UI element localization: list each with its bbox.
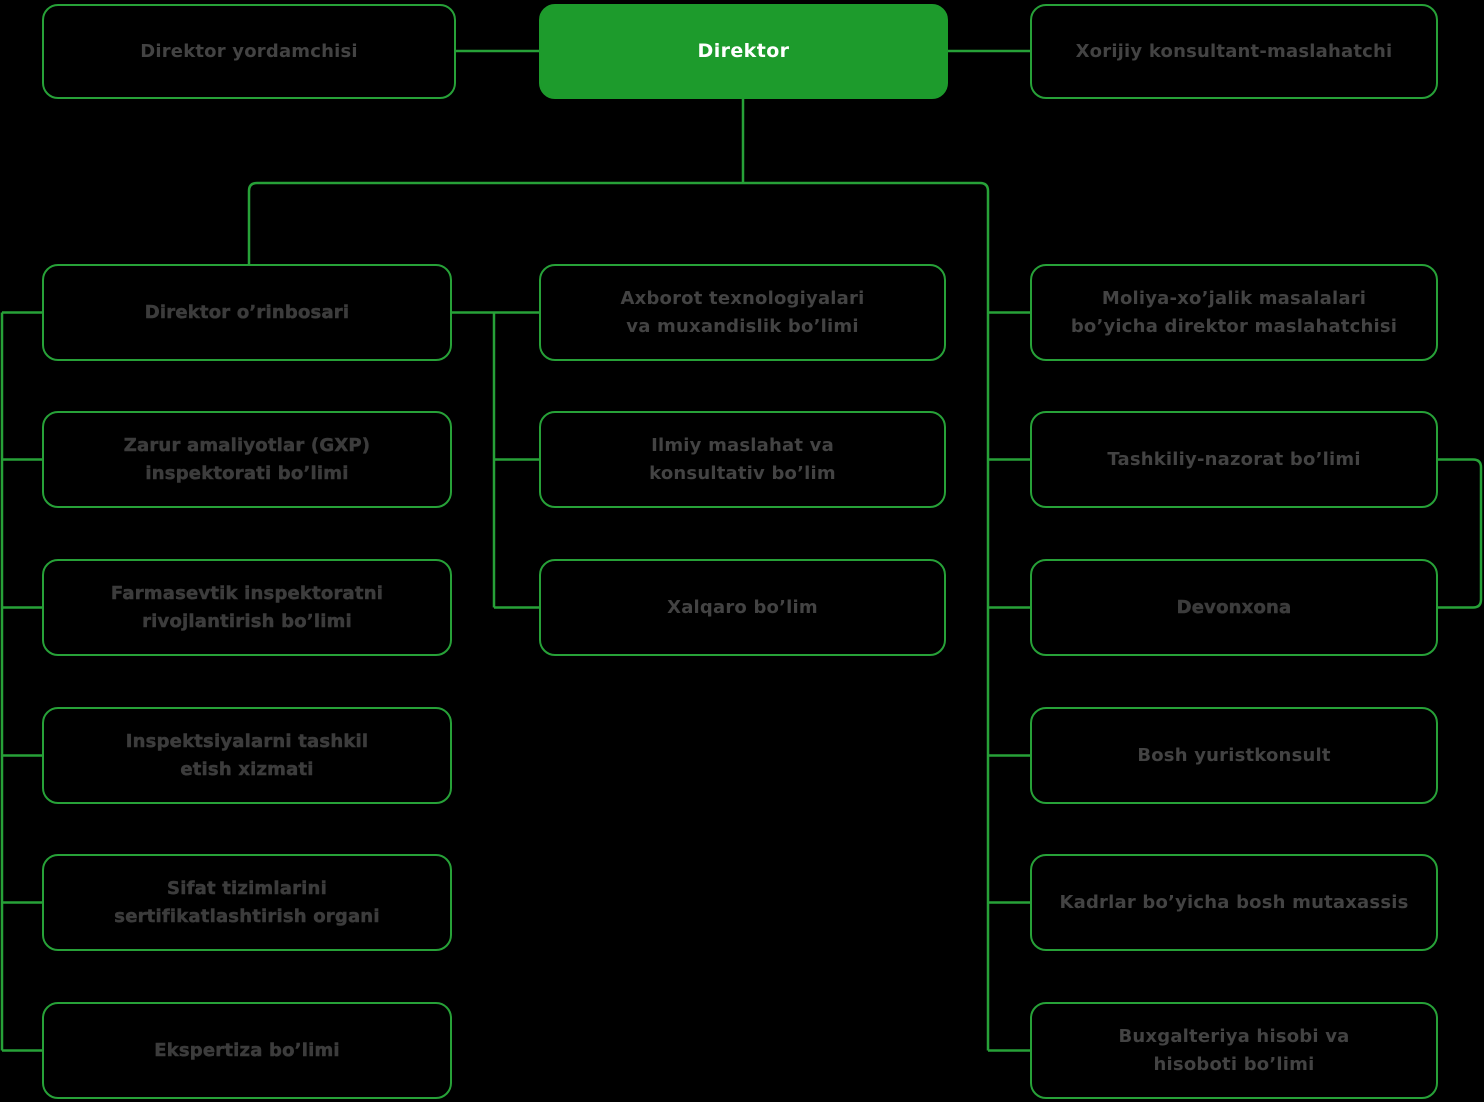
node-farmasevtik-inspektoratni-rivojlantirish: Farmasevtik inspektoratni rivojlantirish… (42, 559, 452, 656)
node-direktor: Direktor (539, 4, 948, 99)
node-xorijiy-konsultant-maslahatchi: Xorijiy konsultant-maslahatchi (1030, 4, 1438, 99)
node-direktor-yordamchisi: Direktor yordamchisi (42, 4, 456, 99)
node-bosh-yuristkonsult: Bosh yuristkonsult (1030, 707, 1438, 804)
node-tashkiliy-nazorat-bolimi: Tashkiliy-nazorat bo’limi (1030, 411, 1438, 508)
connector-middle-spine (492, 312, 539, 609)
node-inspektsiyalarni-tashkil-etish: Inspektsiyalarni tashkil etish xizmati (42, 707, 452, 804)
connector-trunk (247, 181, 990, 1051)
node-buxgalteriya-hisobi: Buxgalteriya hisobi va hisoboti bo’limi (1030, 1002, 1438, 1099)
node-axborot-texnologiyalari: Axborot texnologiyalari va muxandislik b… (539, 264, 946, 361)
node-sifat-tizimlarini-sertifikatlashtirish: Sifat tizimlarini sertifikatlashtirish o… (42, 854, 452, 951)
node-ilmiy-maslahat: Ilmiy maslahat va konsultativ bo’lim (539, 411, 946, 508)
node-kadrlar-bosh-mutaxassis: Kadrlar bo’yicha bosh mutaxassis (1030, 854, 1438, 951)
node-xalqaro-bolim: Xalqaro bo’lim (539, 559, 946, 656)
node-moliya-xojalik-maslahatchisi: Moliya-xo’jalik masalalari bo’yicha dire… (1030, 264, 1438, 361)
node-direktor-orinbosari: Direktor o’rinbosari (42, 264, 452, 361)
connector-far-right-spine (1438, 458, 1483, 609)
node-ekspertiza-bolimi: Ekspertiza bo’limi (42, 1002, 452, 1099)
connector-left-spine (0, 311, 42, 1052)
node-devonxona: Devonxona (1030, 559, 1438, 656)
connector-right-spine-stubs (988, 311, 1030, 1052)
node-zarur-amaliyotlar-gxp-inspektorati: Zarur amaliyotlar (GXP) inspektorati bo’… (42, 411, 452, 508)
